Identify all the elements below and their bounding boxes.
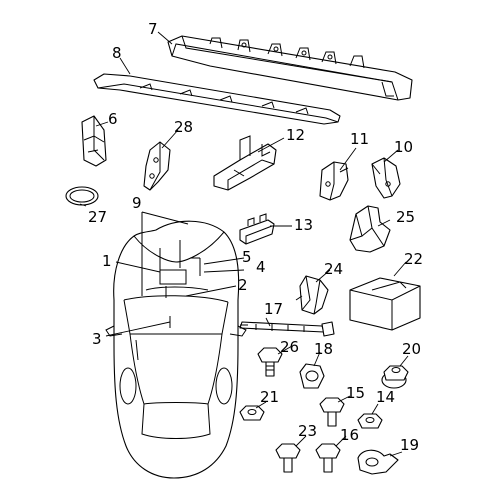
label-3: 3 xyxy=(92,330,102,348)
part-23-bolt[interactable] xyxy=(275,443,301,473)
label-5: 5 xyxy=(242,248,252,266)
label-23: 23 xyxy=(298,422,317,440)
part-26-bolt[interactable] xyxy=(257,347,283,377)
label-4: 4 xyxy=(256,258,266,276)
part-12-tray-bracket[interactable] xyxy=(213,135,277,191)
part-24-clip[interactable] xyxy=(295,275,329,315)
label-8: 8 xyxy=(112,44,122,62)
part-25-clip[interactable] xyxy=(349,205,391,253)
part-22-module-box[interactable] xyxy=(349,277,421,331)
car-outline xyxy=(105,220,247,479)
part-13-clip[interactable] xyxy=(239,213,275,245)
part-18-grommet[interactable] xyxy=(299,363,325,389)
part-20-nut[interactable] xyxy=(381,365,409,389)
label-16: 16 xyxy=(340,426,359,444)
part-19-clip[interactable] xyxy=(357,449,399,475)
part-14-nut[interactable] xyxy=(357,413,383,429)
label-12: 12 xyxy=(286,126,305,144)
label-13: 13 xyxy=(294,216,313,234)
part-7-harness-channel[interactable] xyxy=(167,35,413,101)
part-15-bolt[interactable] xyxy=(319,397,345,427)
label-22: 22 xyxy=(404,250,423,268)
label-28: 28 xyxy=(174,118,193,136)
part-9-harness-route[interactable] xyxy=(141,211,201,328)
part-10-bracket[interactable] xyxy=(371,157,401,199)
part-21-nut[interactable] xyxy=(239,405,265,421)
label-15: 15 xyxy=(346,384,365,402)
label-19: 19 xyxy=(400,436,419,454)
part-27-ring[interactable] xyxy=(65,186,99,206)
label-25: 25 xyxy=(396,208,415,226)
part-17-cable-tie[interactable] xyxy=(239,321,335,337)
label-6: 6 xyxy=(108,110,118,128)
part-28-bracket[interactable] xyxy=(143,141,171,191)
part-number-labels: 7 8 6 28 12 11 10 27 9 13 25 24 22 1 5 4… xyxy=(88,20,423,454)
label-7: 7 xyxy=(148,20,158,38)
part-11-bracket[interactable] xyxy=(319,161,349,201)
part-6-bracket[interactable] xyxy=(81,115,107,167)
label-9: 9 xyxy=(132,194,142,212)
leader-lines xyxy=(79,31,409,457)
label-18: 18 xyxy=(314,340,333,358)
part-8-trim-strip[interactable] xyxy=(93,73,341,125)
label-2: 2 xyxy=(238,276,248,294)
label-24: 24 xyxy=(324,260,343,278)
label-26: 26 xyxy=(280,338,299,356)
label-11: 11 xyxy=(350,130,369,148)
label-14: 14 xyxy=(376,388,395,406)
label-27: 27 xyxy=(88,208,107,226)
label-1: 1 xyxy=(102,252,112,270)
part-16-bolt[interactable] xyxy=(315,443,341,473)
label-20: 20 xyxy=(402,340,421,358)
label-17: 17 xyxy=(264,300,283,318)
label-10: 10 xyxy=(394,138,413,156)
label-21: 21 xyxy=(260,388,279,406)
